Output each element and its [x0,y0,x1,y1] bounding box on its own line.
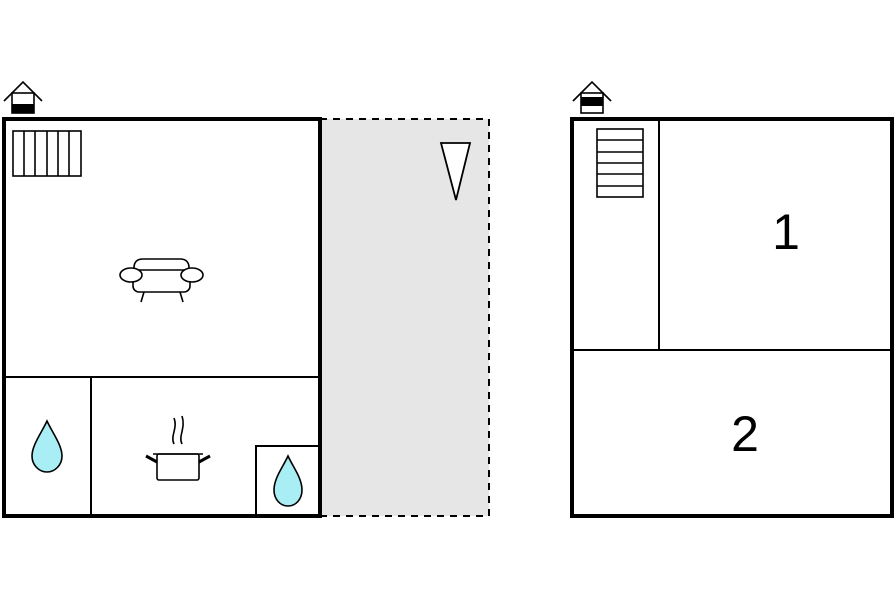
upper-floor: 1 2 [570,80,894,518]
washroom-wall [255,445,320,516]
upper-floor-outline [570,117,894,518]
water-drop-icon [273,454,303,507]
house-entrance-icon [3,80,43,114]
stairs-icon [12,130,82,177]
parasol-icon [439,142,472,201]
sofa-icon [119,258,204,303]
stairs-icon [596,128,644,198]
room-label-2: 2 [731,406,759,462]
ground-floor [2,80,490,518]
water-drop-icon [31,419,63,473]
ground-floor-outline [2,117,322,518]
cooking-pot-icon [145,415,211,481]
room-label-1: 1 [772,204,800,260]
terrace-area [319,118,490,517]
house-entrance-icon [572,80,612,114]
